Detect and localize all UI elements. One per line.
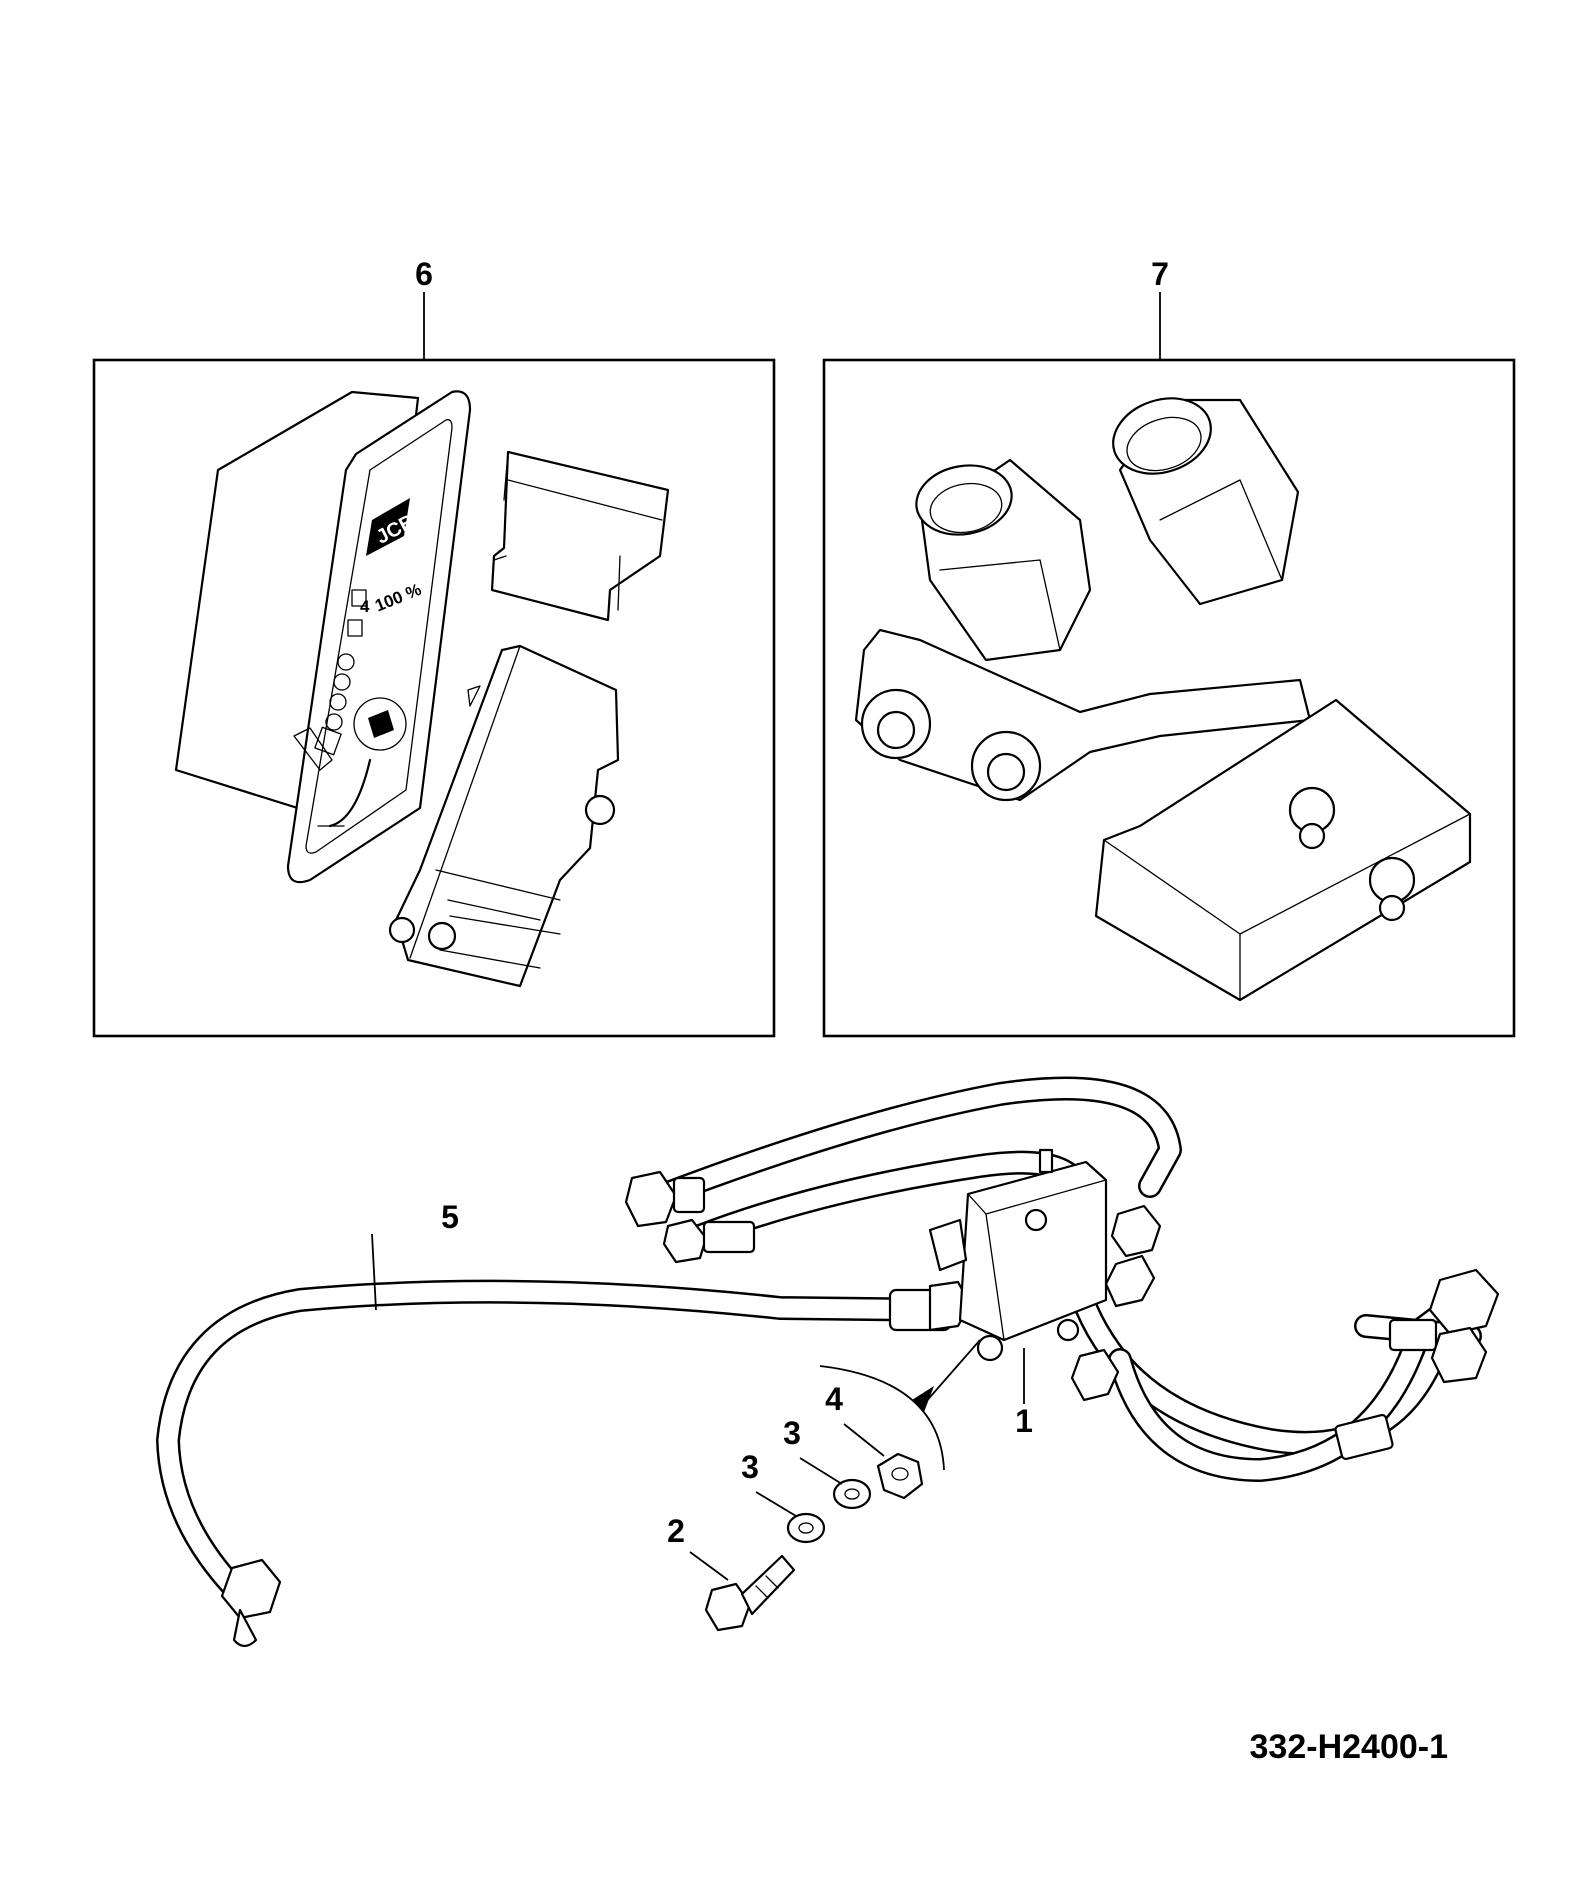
valve-block <box>928 1148 1156 1402</box>
socket-left <box>915 458 1092 662</box>
detail-view-arc <box>819 1339 981 1471</box>
indicator-lamps <box>314 589 367 756</box>
bolt <box>704 1554 796 1632</box>
junction-box <box>1094 698 1472 1002</box>
fasteners <box>704 1452 924 1632</box>
callout-3-upper: 3 <box>783 1415 801 1451</box>
callout-5: 5 <box>441 1199 459 1235</box>
gauge-rear-housing <box>388 644 620 988</box>
callout-2: 2 <box>667 1513 685 1549</box>
hose-fittings <box>220 1170 1500 1648</box>
detail-panel-6: JCB 100 % 4 <box>92 256 776 1038</box>
callout-1: 1 <box>1015 1403 1033 1439</box>
drawing-number: 332-H2400-1 <box>1250 1728 1448 1766</box>
detail-panel-7: 7 <box>822 256 1516 1038</box>
callout-4: 4 <box>825 1381 843 1417</box>
callout-7: 7 <box>1151 256 1169 292</box>
connector-cover <box>490 450 670 622</box>
callout-3-lower: 3 <box>741 1449 759 1485</box>
mounting-bracket <box>854 628 1312 802</box>
detail-frame-6 <box>92 358 776 1038</box>
washer-outer <box>786 1512 826 1544</box>
hoses <box>156 1076 1482 1602</box>
callout-leaders <box>371 1233 1025 1581</box>
socket-right <box>1112 397 1300 606</box>
gauge-housing: JCB 100 % 4 <box>174 390 472 884</box>
callout-6: 6 <box>415 256 433 292</box>
detail-frame-7 <box>822 358 1516 1038</box>
main-assembly: 1 2 3 3 4 5 <box>156 1076 1500 1648</box>
fuel-symbol-icon <box>353 697 407 751</box>
washer-inner <box>832 1478 872 1510</box>
nut <box>876 1452 924 1500</box>
